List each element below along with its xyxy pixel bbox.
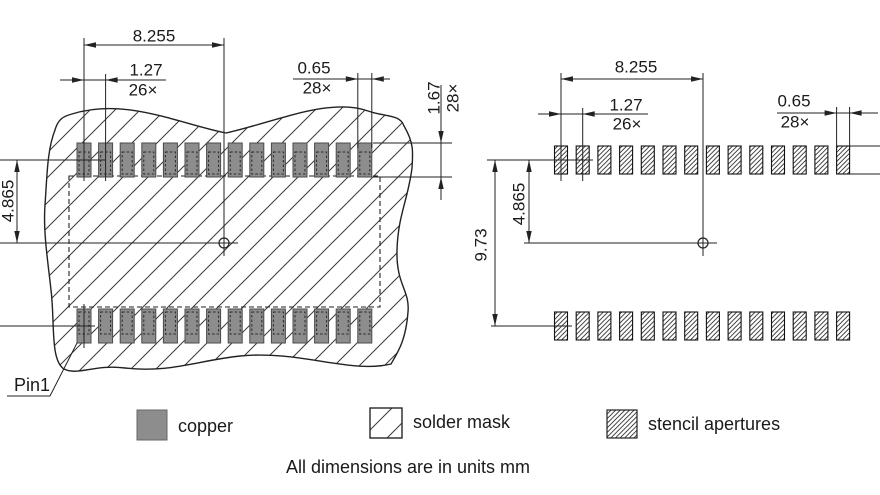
stencil-aperture-outline	[229, 151, 241, 175]
stencil-aperture-outline	[316, 311, 328, 335]
stencil-aperture	[792, 145, 807, 175]
dim-right-row-spacing: 9.73	[471, 228, 491, 262]
dimension-arrow	[691, 76, 703, 82]
stencil-aperture-outline	[208, 151, 220, 175]
stencil-aperture-outline	[229, 311, 241, 335]
dimension-arrow	[561, 76, 573, 82]
stencil-aperture	[597, 145, 612, 175]
stencil-aperture-outline	[143, 311, 155, 335]
stencil-aperture	[640, 145, 655, 175]
stencil-aperture	[792, 311, 807, 341]
stencil-aperture-outline	[186, 151, 198, 175]
stencil-aperture	[705, 145, 720, 175]
stencil-aperture-outline	[251, 311, 263, 335]
dimension-arrow	[14, 160, 20, 172]
dimension-arrow	[849, 110, 862, 116]
dim-left-row-offset: 4.865	[0, 179, 18, 223]
stencil-aperture	[814, 145, 829, 175]
stencil-aperture	[836, 145, 851, 175]
pin1-label: Pin1	[13, 375, 51, 395]
dimension-arrow	[14, 231, 20, 243]
legend-copper-label: copper	[178, 416, 234, 436]
stencil-aperture-outline	[294, 151, 306, 175]
stencil-aperture-outline	[359, 151, 371, 175]
stencil-aperture	[597, 311, 612, 341]
stencil-aperture-outline	[294, 311, 306, 335]
stencil-aperture-outline	[272, 311, 284, 335]
stencil-aperture	[749, 311, 764, 341]
stencil-aperture	[836, 311, 851, 341]
stencil-aperture	[684, 311, 699, 341]
dim-right-width-count: 28×	[780, 112, 810, 132]
stencil-aperture	[619, 145, 634, 175]
stencil-aperture-outline	[208, 311, 220, 335]
stencil-aperture-outline	[164, 311, 176, 335]
legend-solder-mask-label: solder mask	[413, 412, 511, 432]
stencil-aperture	[770, 145, 786, 175]
stencil-aperture	[770, 311, 786, 341]
dim-left-pitch-value: 1.27	[129, 60, 163, 80]
dimension-arrow	[72, 77, 84, 83]
dimension-arrow	[526, 231, 532, 243]
dimension-arrow	[492, 160, 498, 172]
stencil-aperture	[705, 311, 720, 341]
dimension-arrow	[345, 76, 358, 82]
left-center-mark	[218, 237, 230, 249]
stencil-aperture-outline	[100, 311, 112, 335]
dim-right-pitch-count: 26×	[612, 114, 642, 134]
stencil-aperture-outline	[121, 311, 133, 335]
dimension-arrow	[526, 160, 532, 172]
stencil-aperture	[727, 145, 742, 175]
stencil-aperture-outline	[359, 311, 371, 335]
dimension-arrow	[824, 110, 837, 116]
stencil-aperture-outline	[164, 151, 176, 175]
dimension-arrow	[84, 42, 96, 48]
stencil-aperture-outline	[316, 151, 328, 175]
dim-right-span: 8.255	[614, 57, 658, 77]
dim-left-width-count: 28×	[302, 78, 332, 98]
stencil-aperture	[749, 145, 764, 175]
dimension-arrow	[549, 111, 561, 117]
dim-left-pitch-count: 26×	[128, 80, 158, 100]
dim-left-width-value: 0.65	[297, 58, 331, 78]
stencil-aperture-outline	[121, 151, 133, 175]
dimension-arrow	[438, 177, 444, 189]
stencil-aperture	[814, 311, 829, 341]
copper-swatch	[136, 409, 168, 441]
stencil-aperture	[684, 145, 699, 175]
stencil-aperture-outline	[337, 311, 349, 335]
stencil-aperture	[662, 311, 677, 341]
dimension-arrow	[438, 131, 444, 143]
stencil-aperture-outline	[272, 151, 284, 175]
stencil-aperture-outline	[251, 151, 263, 175]
dimension-arrow	[105, 77, 118, 83]
stencil-aperture	[640, 311, 655, 341]
dimension-arrow	[212, 42, 224, 48]
solder-mask-swatch	[369, 407, 403, 439]
pin1-leader-line	[7, 342, 78, 397]
dimension-arrow	[582, 111, 595, 117]
dimension-arrow	[371, 76, 384, 82]
dim-left-span: 8.255	[132, 26, 176, 46]
stencil-aperture-outline	[337, 151, 349, 175]
stencil-aperture-outline	[186, 311, 198, 335]
stencil-aperture	[575, 311, 590, 341]
stencil-aperture	[662, 145, 677, 175]
stencil-aperture	[727, 311, 742, 341]
dimension-arrow	[492, 314, 498, 326]
dim-left-height-value: 1.67	[424, 81, 444, 115]
dim-right-width-value: 0.65	[777, 91, 811, 111]
units-footnote: All dimensions are in units mm	[285, 457, 531, 477]
stencil-aperture	[619, 311, 634, 341]
dim-right-row-offset: 4.865	[509, 182, 529, 226]
legend-stencil-label: stencil apertures	[648, 414, 781, 434]
stencil-aperture-outline	[143, 151, 155, 175]
dim-right-pitch-value: 1.27	[609, 95, 643, 115]
right-center-mark	[697, 237, 709, 249]
dim-left-height-count: 28×	[443, 83, 463, 113]
stencil-swatch	[606, 409, 638, 439]
